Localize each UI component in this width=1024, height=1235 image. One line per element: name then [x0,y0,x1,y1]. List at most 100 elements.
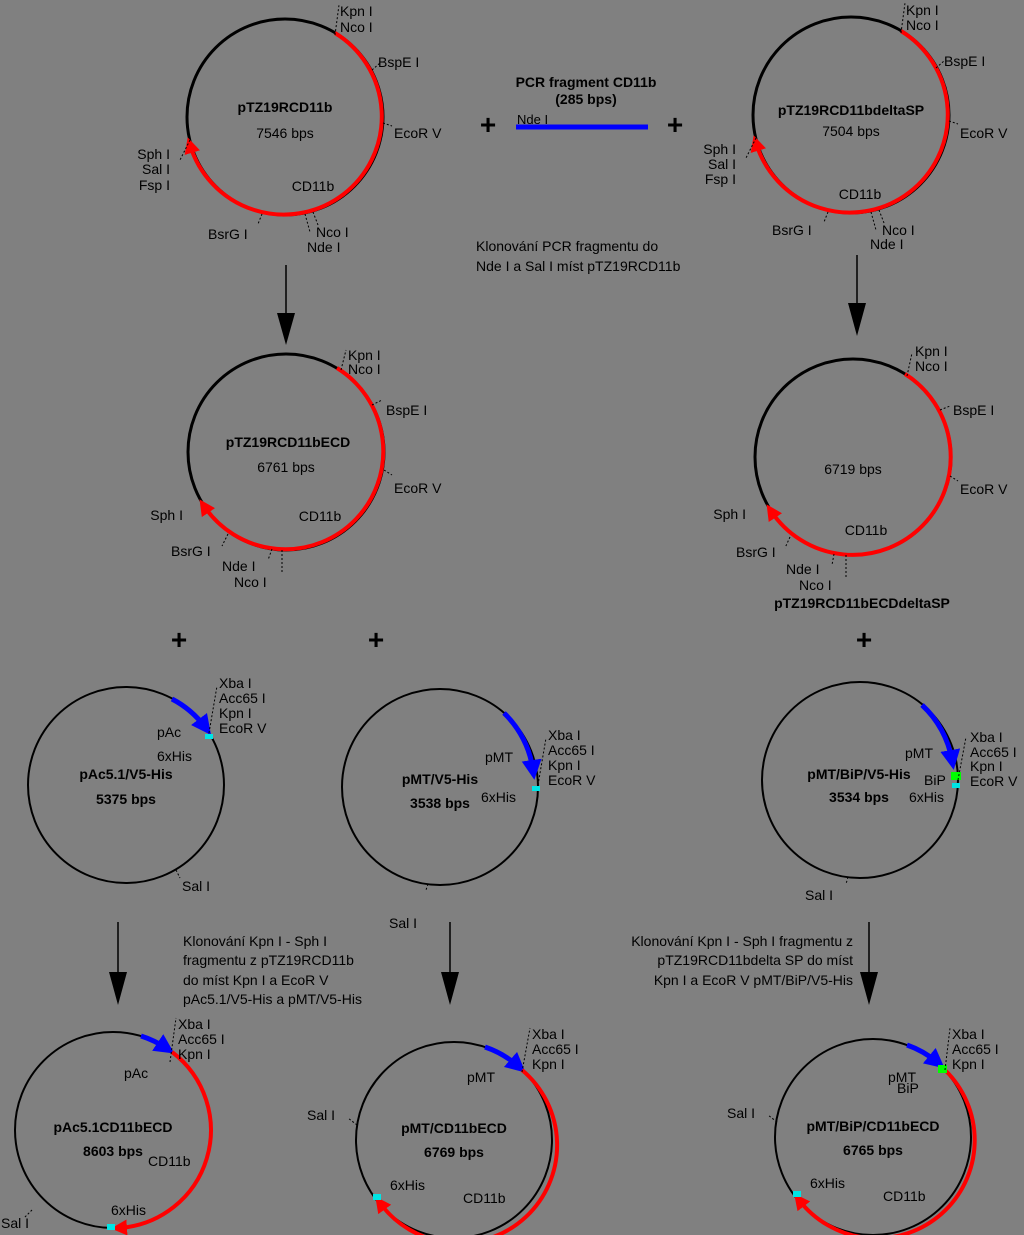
cd11b-insert-arc [750,29,950,215]
cd11b-insert-arc [794,1068,977,1235]
his-tag-mark [205,734,213,739]
site-kpn-i: Kpn I [548,757,581,773]
site-ticks [347,1027,531,1126]
site-sal-i: Sal I [307,1107,335,1123]
site-ticks [175,685,218,879]
site-kpn-i: Kpn I [178,1046,211,1062]
plasmid-pTZ19RCD11bECD: pTZ19RCD11bECD 6761 bps CD11b Kpn I Nco … [150,347,442,590]
site-xba-i: Xba I [548,727,581,743]
site-sal-i: Sal I [389,915,417,931]
plasmid-name: pMT/V5-His [402,771,478,787]
site-nde-i: Nde I [222,558,255,574]
site-sal-i: Sal I [805,887,833,903]
site-ticks [784,352,959,577]
site-fsp-i: Fsp I [705,171,736,187]
site-nco-i: Nco I [915,358,948,374]
plus-sign: + [171,624,187,655]
site-sph-i: Sph I [703,141,736,157]
feature-label-cd11b: CD11b [299,508,342,524]
site-fsp-i: Fsp I [139,177,170,193]
plus-sign: + [480,109,496,140]
plus-sign: + [368,624,384,655]
site-xba-i: Xba I [178,1016,211,1032]
pcr-fragment-site: Nde I [517,112,548,127]
pcr-fragment: PCR fragment CD11b (285 bps) Nde I [516,74,656,130]
feature-label-pmt: pMT [467,1069,495,1085]
plasmid-name: pTZ19RCD11bECDdeltaSP [774,595,950,611]
site-kpn-i: Kpn I [906,2,939,18]
site-ecor-v: EcoR V [970,773,1018,789]
site-kpn-i: Kpn I [532,1056,565,1072]
site-sph-i: Sph I [150,507,183,523]
feature-label-cd11b: CD11b [292,178,335,194]
note-left-line4: pAc5.1/V5-His a pMT/V5-His [183,991,362,1007]
plasmid-size: 7504 bps [822,123,880,139]
site-nco-i: Nco I [348,361,381,377]
feature-label-pmt: pMT [905,745,933,761]
site-kpn-i: Kpn I [952,1056,985,1072]
feature-label-6xhis: 6xHis [909,789,944,805]
note-right-line3: Kpn I a EcoR V pMT/BiP/V5-His [654,972,853,988]
process-arrow [109,922,127,1005]
site-bspe-i: BspE I [944,53,985,69]
process-arrow [848,255,866,336]
his-tag-mark [532,786,540,791]
feature-label-6xhis: 6xHis [111,1202,146,1218]
site-bsrg-i: BsrG I [171,543,211,559]
site-bsrg-i: BsrG I [208,226,248,242]
feature-label-pmt: pMT [888,1069,916,1085]
plasmid-pAc51-V5-His: pAc 6xHis pAc5.1/V5-His 5375 bps Xba I A… [27,675,267,894]
site-kpn-i: Kpn I [219,705,252,721]
site-ticks [767,1027,951,1123]
plasmid-backbone [355,1041,553,1235]
site-nde-i: Nde I [786,561,819,577]
plasmid-name: pAc5.1CD11bECD [53,1119,172,1135]
site-acc65-i: Acc65 I [970,744,1017,760]
plasmid-size: 6719 bps [824,461,882,477]
plasmid-name: pMT/CD11bECD [401,1120,507,1136]
plasmid-name: pTZ19RCD11bECD [226,434,350,450]
site-nde-i: Nde I [870,236,903,252]
plasmid-size: 8603 bps [83,1143,143,1159]
site-bsrg-i: BsrG I [736,544,776,560]
site-acc65-i: Acc65 I [532,1041,579,1057]
site-bsrg-i: BsrG I [772,222,812,238]
plus-sign: + [667,109,683,140]
note-left-line1: Klonování Kpn I - Sph I [183,933,327,949]
plasmid-pTZ19RCD11bECDdeltaSP: 6719 bps CD11b pTZ19RCD11bECDdeltaSP Kpn… [713,343,1008,611]
site-xba-i: Xba I [952,1026,985,1042]
site-bspe-i: BspE I [378,54,419,70]
site-ticks [745,2,959,231]
site-acc65-i: Acc65 I [952,1041,999,1057]
feature-label-6xhis: 6xHis [157,748,192,764]
feature-label-6xhis: 6xHis [810,1175,845,1191]
plasmid-size: 6761 bps [257,459,315,475]
site-nco-i-2: Nco I [882,222,915,238]
his-tag-mark [793,1191,801,1197]
site-ticks [23,1017,177,1219]
plasmid-size: 6765 bps [843,1142,903,1158]
site-nco-i: Nco I [340,19,373,35]
feature-label-cd11b: CD11b [839,186,882,202]
plasmid-backbone [774,1038,972,1235]
site-nco-i: Nco I [906,17,939,33]
site-bspe-i: BspE I [386,402,427,418]
feature-label-cd11b: CD11b [845,522,888,538]
site-acc65-i: Acc65 I [178,1031,225,1047]
site-ticks [425,737,547,891]
feature-label-cd11b: CD11b [463,1190,506,1206]
site-xba-i: Xba I [532,1026,565,1042]
site-ticks [845,736,967,885]
site-ecor-v: EcoR V [219,720,267,736]
site-sal-i: Sal I [727,1105,755,1121]
process-arrow [277,265,295,345]
site-ecor-v: EcoR V [548,772,596,788]
site-nde-i: Nde I [307,239,340,255]
pac-promoter-arc [140,1033,175,1054]
site-ticks [179,4,393,233]
site-acc65-i: Acc65 I [548,742,595,758]
note-top-line2: Nde I a Sal I míst pTZ19RCD11b [476,258,681,274]
plasmid-size: 3538 bps [410,795,470,811]
pcr-fragment-size: (285 bps) [555,91,616,107]
